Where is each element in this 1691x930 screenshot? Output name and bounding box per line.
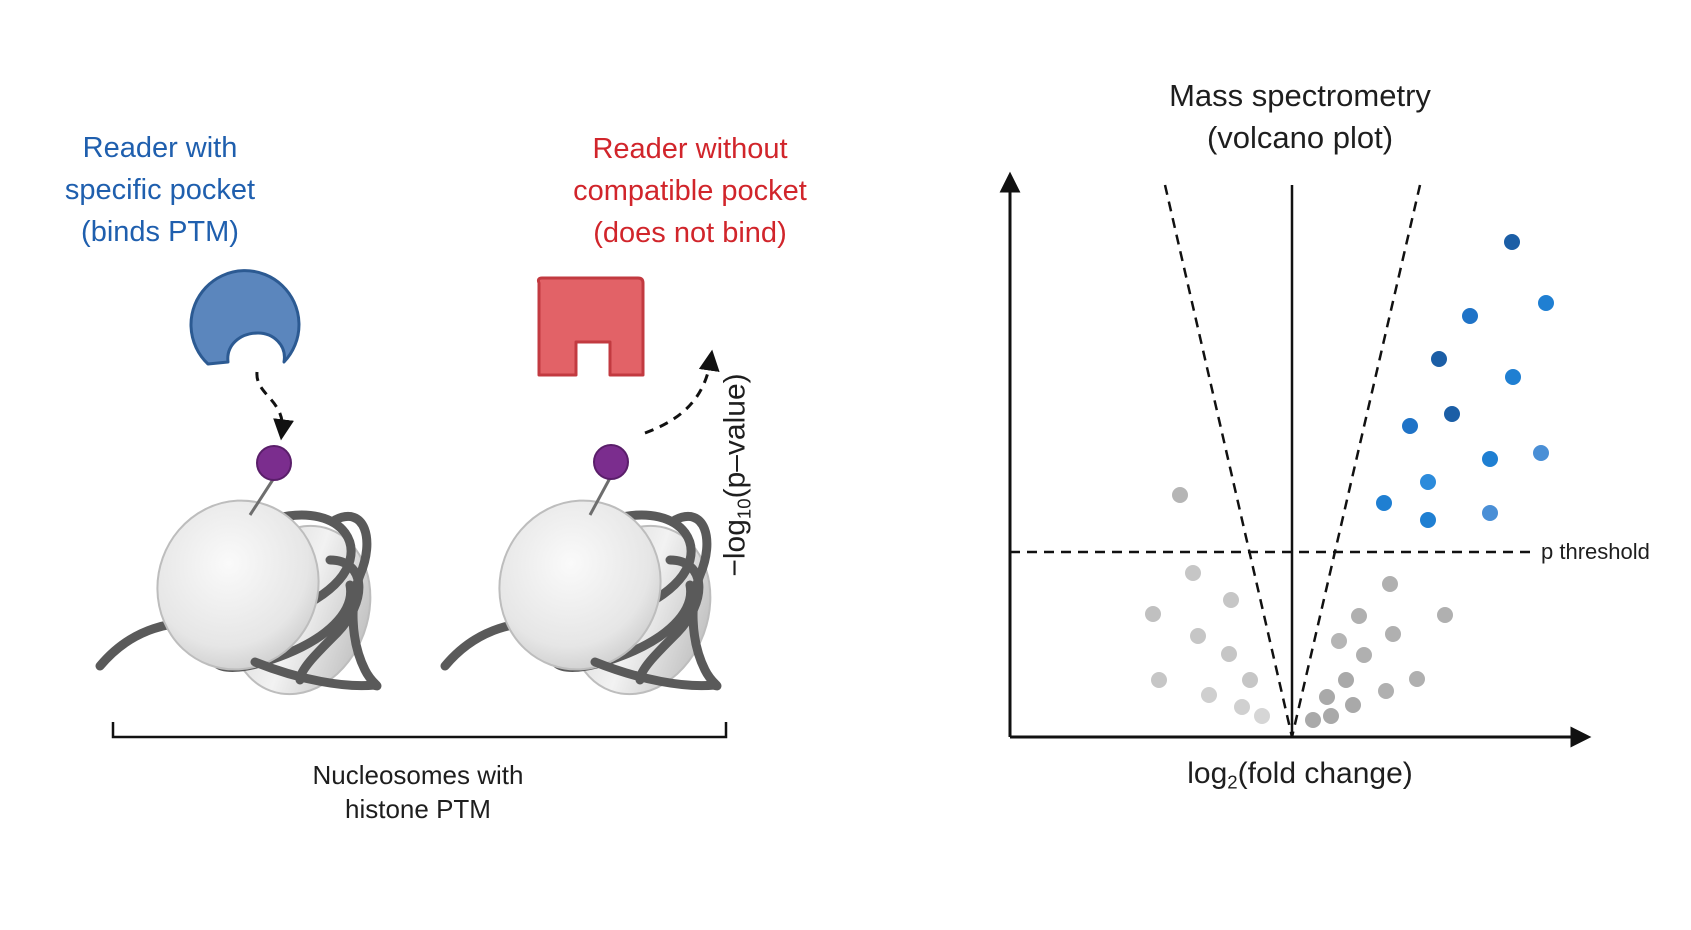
x-axis-label-suffix: (fold change) <box>1237 757 1413 790</box>
volcano-title-line-2: (volcano plot) <box>1206 120 1394 155</box>
significant-point <box>1431 351 1447 367</box>
nonsignificant-point <box>1345 697 1361 713</box>
nonsignificant-point <box>1382 576 1398 592</box>
ptm-mark-2 <box>593 444 629 480</box>
bind-arrow <box>255 371 294 441</box>
reader-with-pocket-shape <box>189 269 301 366</box>
significant-point <box>1504 234 1520 250</box>
volcano-plot-title: Mass spectrometry (volcano plot) <box>1110 75 1490 159</box>
x-axis-label-prefix: log <box>1187 757 1228 790</box>
nonsignificant-point <box>1223 592 1239 608</box>
x-axis-label-sub: 2 <box>1227 771 1238 793</box>
nonsignificant-point <box>1437 607 1453 623</box>
nucleosome-2 <box>440 477 722 696</box>
nonsignificant-point <box>1319 689 1335 705</box>
reader-without-line-3: (does not bind) <box>593 217 787 249</box>
volcano-axes <box>999 171 1592 748</box>
significant-point <box>1482 451 1498 467</box>
right-fold-boundary <box>1290 184 1422 738</box>
nucleosomes-bracket <box>111 722 728 739</box>
nonsignificant-point <box>1254 708 1270 724</box>
volcano-title-line-1: Mass spectrometry <box>1169 78 1431 113</box>
significant-points <box>1376 234 1554 528</box>
significant-point <box>1420 474 1436 490</box>
no-bind-arrow <box>644 349 720 435</box>
significant-point <box>1462 308 1478 324</box>
nonsignificant-point <box>1190 628 1206 644</box>
nonsignificant-point <box>1305 712 1321 728</box>
nonsignificant-point <box>1323 708 1339 724</box>
significant-point <box>1420 512 1436 528</box>
significant-point <box>1538 295 1554 311</box>
significant-point <box>1376 495 1392 511</box>
x-axis-label: log2(fold change) <box>1080 757 1520 794</box>
left-fold-boundary <box>1163 184 1294 738</box>
nonsignificant-point <box>1385 626 1401 642</box>
nonsignificant-point <box>1331 633 1347 649</box>
nonsignificant-point <box>1242 672 1258 688</box>
ptm-mark-1 <box>256 445 292 481</box>
nonsignificant-point <box>1151 672 1167 688</box>
nonsignificant-point <box>1221 646 1237 662</box>
significant-point <box>1533 445 1549 461</box>
significant-point <box>1402 418 1418 434</box>
nonsignificant-points <box>1145 487 1453 728</box>
nonsignificant-point <box>1351 608 1367 624</box>
nonsignificant-point <box>1185 565 1201 581</box>
nonsignificant-point <box>1172 487 1188 503</box>
nonsignificant-point <box>1378 683 1394 699</box>
nonsignificant-point <box>1356 647 1372 663</box>
reader-without-pocket-label: Reader without compatible pocket (does n… <box>530 128 850 254</box>
nonsignificant-point <box>1145 606 1161 622</box>
reader-with-line-3: (binds PTM) <box>81 216 239 248</box>
nonsignificant-point <box>1201 687 1217 703</box>
reader-without-line-2: compatible pocket <box>573 175 807 207</box>
significant-point <box>1444 406 1460 422</box>
nucleosomes-caption-line-1: Nucleosomes with <box>312 760 524 790</box>
nucleosomes-caption-line-2: histone PTM <box>345 794 491 824</box>
reader-without-line-1: Reader without <box>592 133 788 165</box>
nonsignificant-point <box>1409 671 1425 687</box>
reader-without-pocket-shape <box>536 276 645 377</box>
reader-with-line-2: specific pocket <box>64 174 256 206</box>
significant-point <box>1505 369 1521 385</box>
reader-with-line-1: Reader with <box>82 132 238 164</box>
significant-point <box>1482 505 1498 521</box>
nucleosomes-caption: Nucleosomes with histone PTM <box>268 758 568 826</box>
reader-with-pocket-label: Reader with specific pocket (binds PTM) <box>30 127 290 253</box>
nucleosome-1 <box>95 477 382 696</box>
p-threshold-label: p threshold <box>1541 539 1650 564</box>
nonsignificant-point <box>1234 699 1250 715</box>
nonsignificant-point <box>1338 672 1354 688</box>
